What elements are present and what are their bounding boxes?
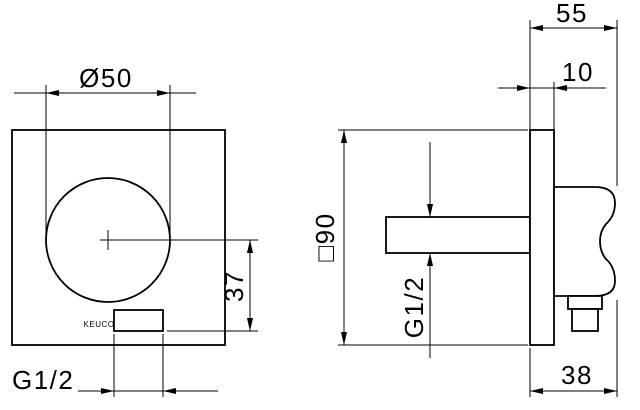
hose-holder-body	[553, 186, 616, 297]
dim-label-diameter: Ø50	[79, 63, 133, 93]
dimension-outlet-offset: 37	[167, 240, 258, 332]
dim-label-plate-thickness: 10	[562, 57, 594, 87]
outlet-nipple	[571, 308, 599, 332]
dimension-plate-thickness: 10	[498, 57, 606, 130]
dimension-outlet-thread: G1/2	[12, 334, 218, 397]
dimension-projection: 38	[529, 300, 618, 397]
outlet-collar	[567, 295, 603, 310]
dim-label-total-depth: 55	[556, 0, 588, 28]
dim-label-plate-size: □90	[310, 212, 340, 261]
dimension-plate-size: □90	[310, 129, 528, 346]
side-plate	[529, 129, 555, 346]
brand-label: KEUCO	[84, 320, 115, 329]
dim-label-outlet-thread: G1/2	[12, 365, 74, 395]
front-outlet	[113, 309, 164, 332]
front-centerlines	[100, 230, 258, 250]
dim-label-inlet-thread: G1/2	[399, 276, 429, 338]
dimension-total-depth: 55	[529, 0, 618, 186]
inlet-pipe	[385, 216, 531, 254]
dimension-inlet-thread: G1/2	[399, 142, 434, 358]
dim-label-projection: 38	[561, 360, 593, 390]
dim-label-offset: 37	[219, 270, 249, 302]
side-view	[385, 129, 616, 346]
front-view: KEUCO	[11, 129, 258, 346]
dimension-handle-diameter: Ø50	[14, 63, 196, 237]
